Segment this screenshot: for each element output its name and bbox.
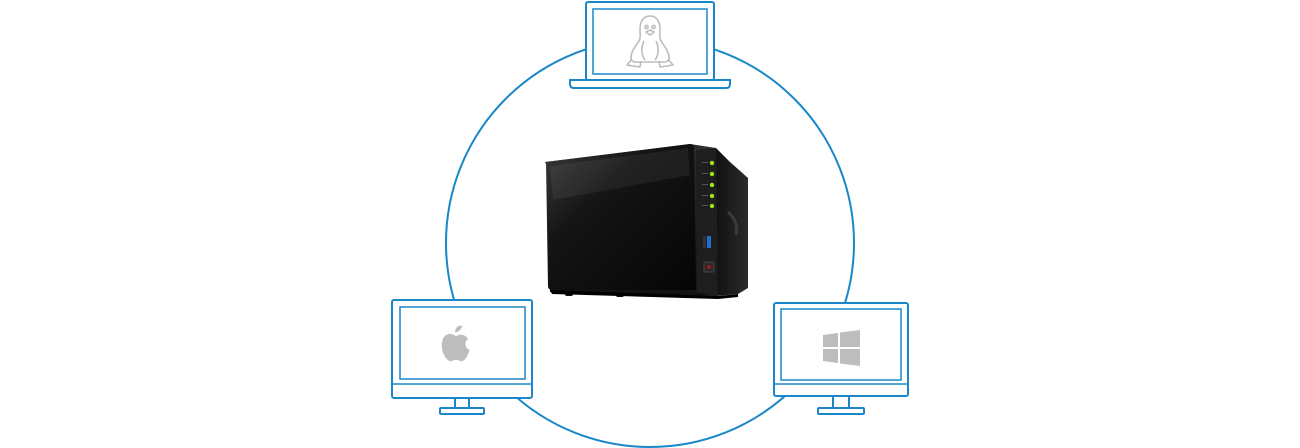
nas-front-door <box>546 144 696 290</box>
mac-desktop-monitor <box>391 299 533 415</box>
windows-desktop-monitor <box>773 302 909 415</box>
nas-status-leds <box>702 160 715 209</box>
windows-logo-icon <box>823 330 860 366</box>
linux-tux-icon <box>626 15 674 68</box>
apple-logo-icon <box>441 325 470 362</box>
usb-port <box>707 236 711 248</box>
nas-server-icon <box>545 144 748 299</box>
linux-laptop <box>569 1 731 89</box>
